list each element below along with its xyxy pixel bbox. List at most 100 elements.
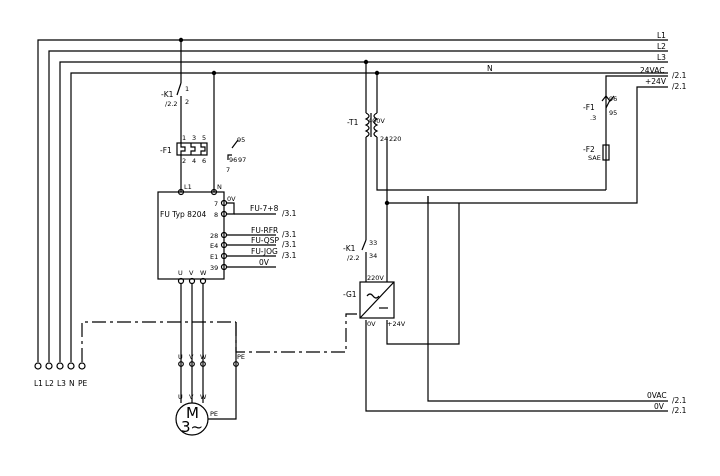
psu-diagonal bbox=[359, 281, 395, 319]
terminal-l1-label: L1 bbox=[34, 379, 43, 388]
junction-dot bbox=[178, 37, 184, 43]
breaker-f1-aux7: 7 bbox=[226, 166, 230, 174]
contactor-k1-main: -K1 /2.2 1 2 bbox=[161, 37, 189, 132]
motor-phases: 3~ bbox=[181, 418, 203, 436]
breaker-f1-pin2: 2 bbox=[182, 157, 186, 165]
breaker-f1-body bbox=[176, 142, 208, 156]
cable-v-label: V bbox=[189, 353, 194, 361]
control-fuses: -F1 .3 96 95 -F2 SAE bbox=[583, 95, 617, 162]
t1-coil-primary bbox=[364, 112, 370, 138]
converter-out-u bbox=[177, 277, 185, 285]
converter-pin7: 7 bbox=[214, 200, 218, 208]
cable-u-label: U bbox=[178, 353, 183, 361]
rail-24v bbox=[636, 86, 668, 200]
f2-tag: -F2 bbox=[583, 145, 595, 154]
signal-qsp-ref: /3.1 bbox=[282, 240, 297, 249]
psu-tag: -G1 bbox=[343, 290, 357, 299]
converter-signals: FU-7+8 FU-RFR FU-QSP FU-JOG 0V /3.1 /3.1… bbox=[226, 204, 297, 268]
motor-pe-label: PE bbox=[210, 410, 218, 418]
k1-aux-ref: /2.2 bbox=[347, 254, 360, 262]
signal-rfr-ref: /3.1 bbox=[282, 230, 297, 239]
psu-24v-label: +24V bbox=[387, 320, 406, 328]
k1-aux-pin34: 34 bbox=[369, 252, 377, 260]
rail-l1-label: L1 bbox=[657, 31, 666, 40]
f1-contact bbox=[605, 99, 611, 109]
motor-terminal-pe bbox=[233, 361, 239, 367]
signal-qsp-label: FU-QSP bbox=[251, 236, 279, 245]
k1-ref: /2.2 bbox=[165, 100, 178, 108]
converter-n-label: N bbox=[217, 183, 222, 191]
psu-in-label: 220V bbox=[367, 274, 384, 282]
signal-0v-label: 0V bbox=[259, 258, 270, 267]
breaker-f1-pin3: 3 bbox=[192, 134, 196, 142]
signal-fu78-ref: /3.1 bbox=[282, 209, 297, 218]
pe-dashdot-line bbox=[81, 321, 236, 362]
rail-24v-ref: /2.1 bbox=[672, 82, 687, 91]
k1-aux-tag: -K1 bbox=[343, 244, 356, 253]
transformer-t1: -T1 400V 24 220 bbox=[347, 59, 606, 240]
converter-out-v bbox=[188, 277, 196, 285]
rail-0vac-label: 0VAC bbox=[647, 391, 667, 400]
converter-title: FU Typ 8204 bbox=[160, 210, 206, 219]
rail-24v-label: +24V bbox=[645, 77, 667, 86]
psu-ac-symbol bbox=[366, 293, 380, 299]
cable-w-label: W bbox=[200, 353, 207, 361]
converter-terminal-l1 bbox=[177, 188, 185, 196]
rail-0v bbox=[365, 320, 668, 412]
junction-dot bbox=[211, 70, 217, 76]
rail-n-label: N bbox=[487, 64, 493, 73]
motor-pe-wire bbox=[208, 322, 237, 420]
terminal-l1 bbox=[34, 362, 42, 370]
psu-24v-wire bbox=[386, 203, 460, 345]
terminal-l3 bbox=[56, 362, 64, 370]
k1-contact bbox=[176, 82, 182, 96]
t1-pin24: 24 bbox=[380, 135, 388, 143]
signal-jog-ref: /3.1 bbox=[282, 251, 297, 260]
rail-24vac-ref: /2.1 bbox=[672, 71, 687, 80]
breaker-f1-pin5: 5 bbox=[202, 134, 206, 142]
psu-box bbox=[359, 281, 395, 319]
supply-terminals: L1 L2 L3 N PE bbox=[34, 362, 88, 388]
terminal-pe-label: PE bbox=[78, 379, 88, 388]
breaker-f1-aux-contact bbox=[231, 139, 239, 149]
breaker-f1-pin4: 4 bbox=[192, 157, 196, 165]
breaker-f1-pin1: 1 bbox=[182, 134, 186, 142]
f1-control-96: 96 bbox=[609, 95, 617, 103]
signal-fu78-label: FU-7+8 bbox=[250, 204, 279, 213]
converter-pin28: 28 bbox=[210, 232, 218, 240]
converter-pin39: 39 bbox=[210, 264, 218, 272]
breaker-f1-tag: -F1 bbox=[160, 146, 172, 155]
terminal-l2 bbox=[45, 362, 53, 370]
breaker-f1-elements bbox=[180, 143, 206, 155]
terminal-l3-label: L3 bbox=[57, 379, 66, 388]
rail-24vac-label: 24VAC bbox=[640, 66, 664, 75]
k1-tag: -K1 bbox=[161, 90, 174, 99]
t1-secondary-24v-wire bbox=[376, 137, 606, 191]
t1-tag: -T1 bbox=[347, 118, 359, 127]
breaker-f1-aux97: 97 bbox=[238, 156, 246, 164]
motor-u-label: U bbox=[178, 393, 183, 401]
converter-pin8: 8 bbox=[214, 211, 218, 219]
rail-0v-label: 0V bbox=[654, 402, 665, 411]
k1-pin2: 2 bbox=[185, 98, 189, 106]
converter-l1-label: L1 bbox=[184, 183, 192, 191]
power-supply-g1: -G1 220V 0V +24V bbox=[343, 203, 460, 345]
converter-0v-label: 0V bbox=[227, 195, 236, 203]
rail-l2-label: L2 bbox=[657, 42, 666, 51]
contactor-k1-aux: -K1 /2.2 33 34 bbox=[343, 239, 377, 282]
converter-bridge bbox=[226, 202, 235, 215]
signal-jog-label: FU-JOG bbox=[251, 247, 278, 256]
converter-terminal-n bbox=[210, 188, 218, 196]
f1-control-ref: .3 bbox=[590, 114, 596, 122]
breaker-f1-aux-leg bbox=[227, 154, 232, 160]
signal-rfr-label: FU-RFR bbox=[251, 226, 278, 235]
t1-primary-label: 400V bbox=[368, 117, 385, 125]
wire-220-bus bbox=[387, 200, 638, 204]
t1-coil-secondary bbox=[373, 112, 379, 138]
psu-0v-label: 0V bbox=[367, 320, 376, 328]
cable-pe-label: PE bbox=[237, 353, 245, 361]
rail-l3-label: L3 bbox=[657, 53, 666, 62]
motor-terminal-u bbox=[178, 361, 184, 367]
terminal-n bbox=[67, 362, 75, 370]
breaker-f1-aux96: 96 bbox=[229, 156, 237, 164]
